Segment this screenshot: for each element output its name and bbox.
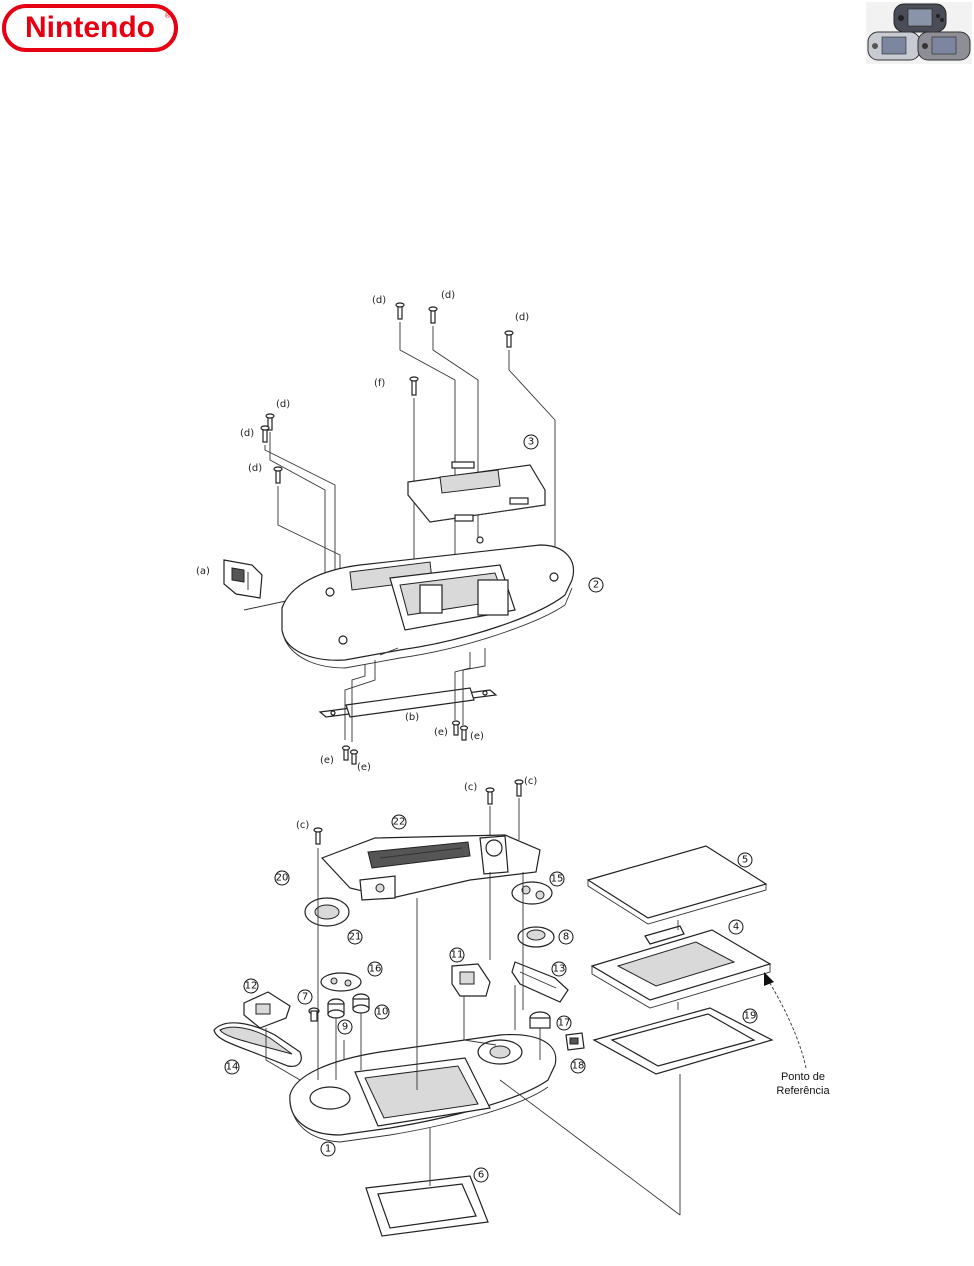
part-number-1: 1 xyxy=(325,1144,331,1155)
label-e-2: (e) xyxy=(357,762,371,773)
screw-c-1 xyxy=(485,787,495,805)
back-shell-part-2 xyxy=(281,536,574,669)
lcd-part-4 xyxy=(590,925,772,1009)
label-f: (f) xyxy=(374,378,385,389)
label-e-1: (e) xyxy=(320,755,334,766)
screw-d-6 xyxy=(273,466,283,484)
part-number-15: 15 xyxy=(551,874,564,885)
part-number-13: 13 xyxy=(553,964,566,975)
part-number-3: 3 xyxy=(528,437,534,448)
screw-e-2 xyxy=(349,749,359,765)
screw-e-3 xyxy=(451,720,461,736)
part-number-22: 22 xyxy=(393,817,406,828)
part-b-bracket xyxy=(318,687,498,718)
part-9 xyxy=(327,998,345,1019)
part-number-8: 8 xyxy=(563,932,569,943)
part-number-18: 18 xyxy=(572,1061,585,1072)
part-11 xyxy=(451,963,491,997)
part-number-19: 19 xyxy=(744,1011,757,1022)
part-number-12: 12 xyxy=(245,981,258,992)
screw-f xyxy=(409,376,419,396)
label-d-3: (d) xyxy=(515,312,529,323)
svg-text:®: ® xyxy=(165,12,171,20)
part-a-connector xyxy=(223,559,263,599)
nintendo-logo: Nintendo ® xyxy=(2,4,178,52)
part-7 xyxy=(308,1007,320,1022)
label-a: (a) xyxy=(196,566,210,577)
part-number-11: 11 xyxy=(451,950,464,961)
screw-e-1 xyxy=(341,745,351,761)
part-number-5: 5 xyxy=(742,855,748,866)
front-shell-part-1 xyxy=(289,1033,557,1143)
screw-d-5 xyxy=(260,425,270,443)
label-e-3: (e) xyxy=(434,727,448,738)
screw-c-3 xyxy=(313,827,323,845)
battery-cover-part-3 xyxy=(407,461,546,523)
screw-d-3 xyxy=(504,330,514,348)
label-d-4: (d) xyxy=(276,399,290,410)
logo-text: Nintendo xyxy=(25,11,155,44)
game-boy-advance-consoles-image xyxy=(866,2,972,64)
label-d-6: (d) xyxy=(248,463,262,474)
part-number-21: 21 xyxy=(349,932,362,943)
label-c-2: (c) xyxy=(524,776,537,787)
reference-label-line1: Ponto de xyxy=(781,1071,825,1083)
part-number-10: 10 xyxy=(376,1007,389,1018)
part-14 xyxy=(213,1022,302,1067)
part-18 xyxy=(565,1032,585,1051)
part-19 xyxy=(592,1007,774,1075)
label-c-3: (c) xyxy=(296,820,309,831)
label-e-4: (e) xyxy=(470,731,484,742)
label-d-1: (d) xyxy=(372,295,386,306)
part-number-4: 4 xyxy=(733,922,739,933)
part-16 xyxy=(320,972,362,992)
part-number-14: 14 xyxy=(226,1062,239,1073)
screw-d-4 xyxy=(265,413,275,431)
part-number-20: 20 xyxy=(276,873,289,884)
main-board-part-22 xyxy=(320,834,541,901)
part-number-9: 9 xyxy=(342,1022,348,1033)
lens-part-6 xyxy=(365,1175,489,1237)
label-d-2: (d) xyxy=(441,290,455,301)
part-number-17: 17 xyxy=(558,1018,571,1029)
part-number-7: 7 xyxy=(302,992,308,1003)
label-d-5: (d) xyxy=(240,428,254,439)
part-8 xyxy=(517,926,555,948)
screw-c-2 xyxy=(514,779,524,797)
part-21 xyxy=(304,897,350,927)
screw-e-4 xyxy=(459,725,469,741)
part-13 xyxy=(511,961,569,1003)
reference-point-arrow xyxy=(764,972,807,1069)
part-12 xyxy=(243,991,291,1029)
screw-d-2 xyxy=(428,306,438,324)
part-number-16: 16 xyxy=(369,964,382,975)
part-17 xyxy=(529,1011,551,1029)
part-15 xyxy=(511,881,553,905)
reference-label-line2: Referência xyxy=(776,1085,830,1097)
screw-d-1 xyxy=(395,302,405,320)
part-5 xyxy=(586,845,768,925)
part-10 xyxy=(352,993,370,1014)
part-number-2: 2 xyxy=(593,580,599,591)
part-number-6: 6 xyxy=(478,1170,484,1181)
label-c-1: (c) xyxy=(464,782,477,793)
label-b: (b) xyxy=(405,712,419,723)
